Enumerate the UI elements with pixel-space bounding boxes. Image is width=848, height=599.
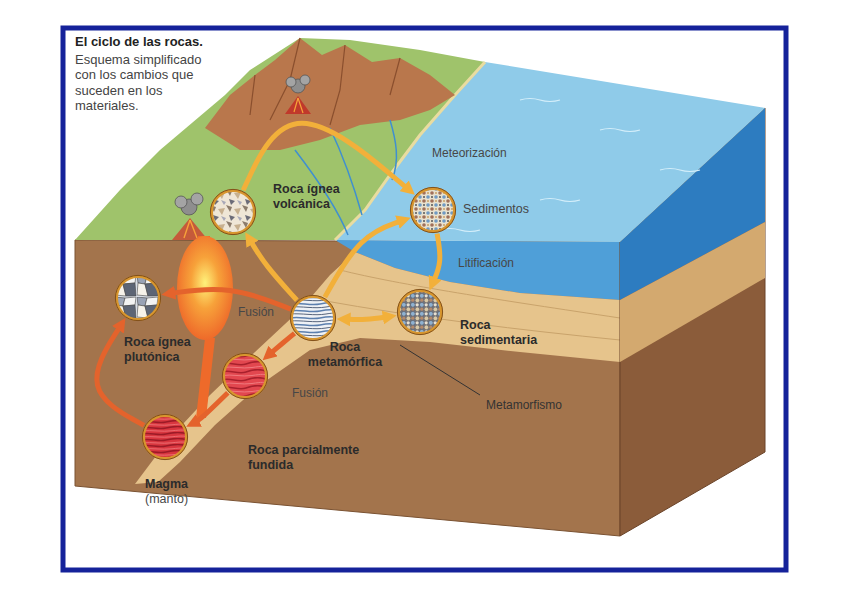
process-label: Meteorización — [432, 146, 507, 160]
rock-name: Magma — [145, 477, 215, 492]
river — [390, 120, 396, 180]
picture-frame — [63, 28, 786, 570]
process-label: Litificación — [458, 256, 514, 270]
disc-rim — [222, 353, 267, 398]
rock-label: Magma(manto) — [145, 477, 215, 507]
rock-texture — [222, 353, 268, 399]
rock-label: Roca sedimentaria — [460, 318, 545, 348]
rock-sample-circle: Roca metamórfica — [290, 295, 336, 341]
process-label: Fusión — [238, 305, 274, 319]
rock-name: Roca ígnea volcánica — [273, 182, 353, 212]
disc-rim — [410, 187, 455, 232]
rock-texture — [115, 275, 161, 321]
rock-name: Roca parcialmente fundida — [248, 443, 383, 473]
rock-label: Roca ígnea volcánica — [273, 182, 353, 212]
disc-rim — [142, 414, 187, 459]
smoke-cloud — [191, 193, 203, 205]
sediment-side — [620, 222, 765, 362]
disc-rim — [397, 289, 442, 334]
rock-sample-circle: Roca parcialmente fundida — [222, 353, 268, 399]
cycle-arrow — [269, 333, 295, 354]
lava-stream — [184, 220, 197, 238]
rock-sample-circle: Sedimentos — [410, 187, 456, 233]
wave-line — [540, 199, 580, 202]
smoke-cloud — [300, 75, 310, 85]
leader-line — [400, 345, 480, 395]
arrow-group — [97, 123, 440, 425]
cycle-arrow — [433, 234, 440, 283]
smoke-cloud — [286, 77, 296, 87]
volcano-cone — [285, 96, 311, 114]
rock-texture — [210, 189, 256, 235]
rock-sample-circle: Roca ígnea plutónica — [115, 275, 161, 321]
texture-disc — [144, 416, 187, 459]
process-label: Fusión — [292, 386, 328, 400]
rock-label: Roca metamórfica — [300, 340, 390, 370]
process-label: Metamorfismo — [486, 398, 562, 412]
texture-disc — [412, 189, 455, 232]
rock-texture — [142, 414, 188, 460]
smoke-cloud — [175, 196, 187, 208]
cycle-arrow — [325, 220, 403, 297]
texture-disc — [117, 277, 160, 320]
cycle-arrow — [345, 317, 388, 320]
rock-name: (manto) — [145, 492, 215, 507]
crust-front-face — [75, 240, 620, 536]
wave-line — [660, 169, 700, 172]
disc-rim — [115, 275, 160, 320]
wave-line — [600, 129, 640, 132]
rock-name: Sedimentos — [463, 202, 553, 217]
cycle-arrow — [250, 239, 297, 300]
cycle-arrow — [194, 393, 228, 423]
rock-texture — [290, 295, 336, 341]
lava-stream — [294, 98, 303, 113]
rock-name: Roca metamórfica — [300, 340, 390, 370]
rock-sample-circle: Roca ígnea volcánica — [210, 189, 256, 235]
rock-label: Roca parcialmente fundida — [248, 443, 383, 473]
rock-label: Sedimentos — [463, 202, 553, 217]
wave-line — [520, 99, 560, 102]
texture-disc — [224, 355, 267, 398]
texture-disc — [292, 297, 335, 340]
land-surface — [75, 38, 485, 240]
rock-texture — [397, 289, 443, 335]
diagram-title: El ciclo de las rocas. — [75, 34, 203, 49]
rock-name: Roca ígnea plutónica — [124, 335, 202, 365]
rock-sample-circle: Roca sedimentaria — [397, 289, 443, 335]
diagram-subtitle: Esquema simplificado con los cambios que… — [75, 52, 215, 113]
disc-rim — [210, 189, 255, 234]
rock-texture — [410, 187, 456, 233]
cycle-arrow — [243, 123, 408, 190]
mountain-ridge — [250, 38, 400, 125]
disc-rim — [290, 295, 335, 340]
texture-disc — [212, 191, 255, 234]
texture-disc — [399, 291, 442, 334]
rock-name: Roca sedimentaria — [460, 318, 545, 348]
rock-label: Roca ígnea plutónica — [124, 335, 202, 365]
rock-sample-circle: Magma(manto) — [142, 414, 188, 460]
